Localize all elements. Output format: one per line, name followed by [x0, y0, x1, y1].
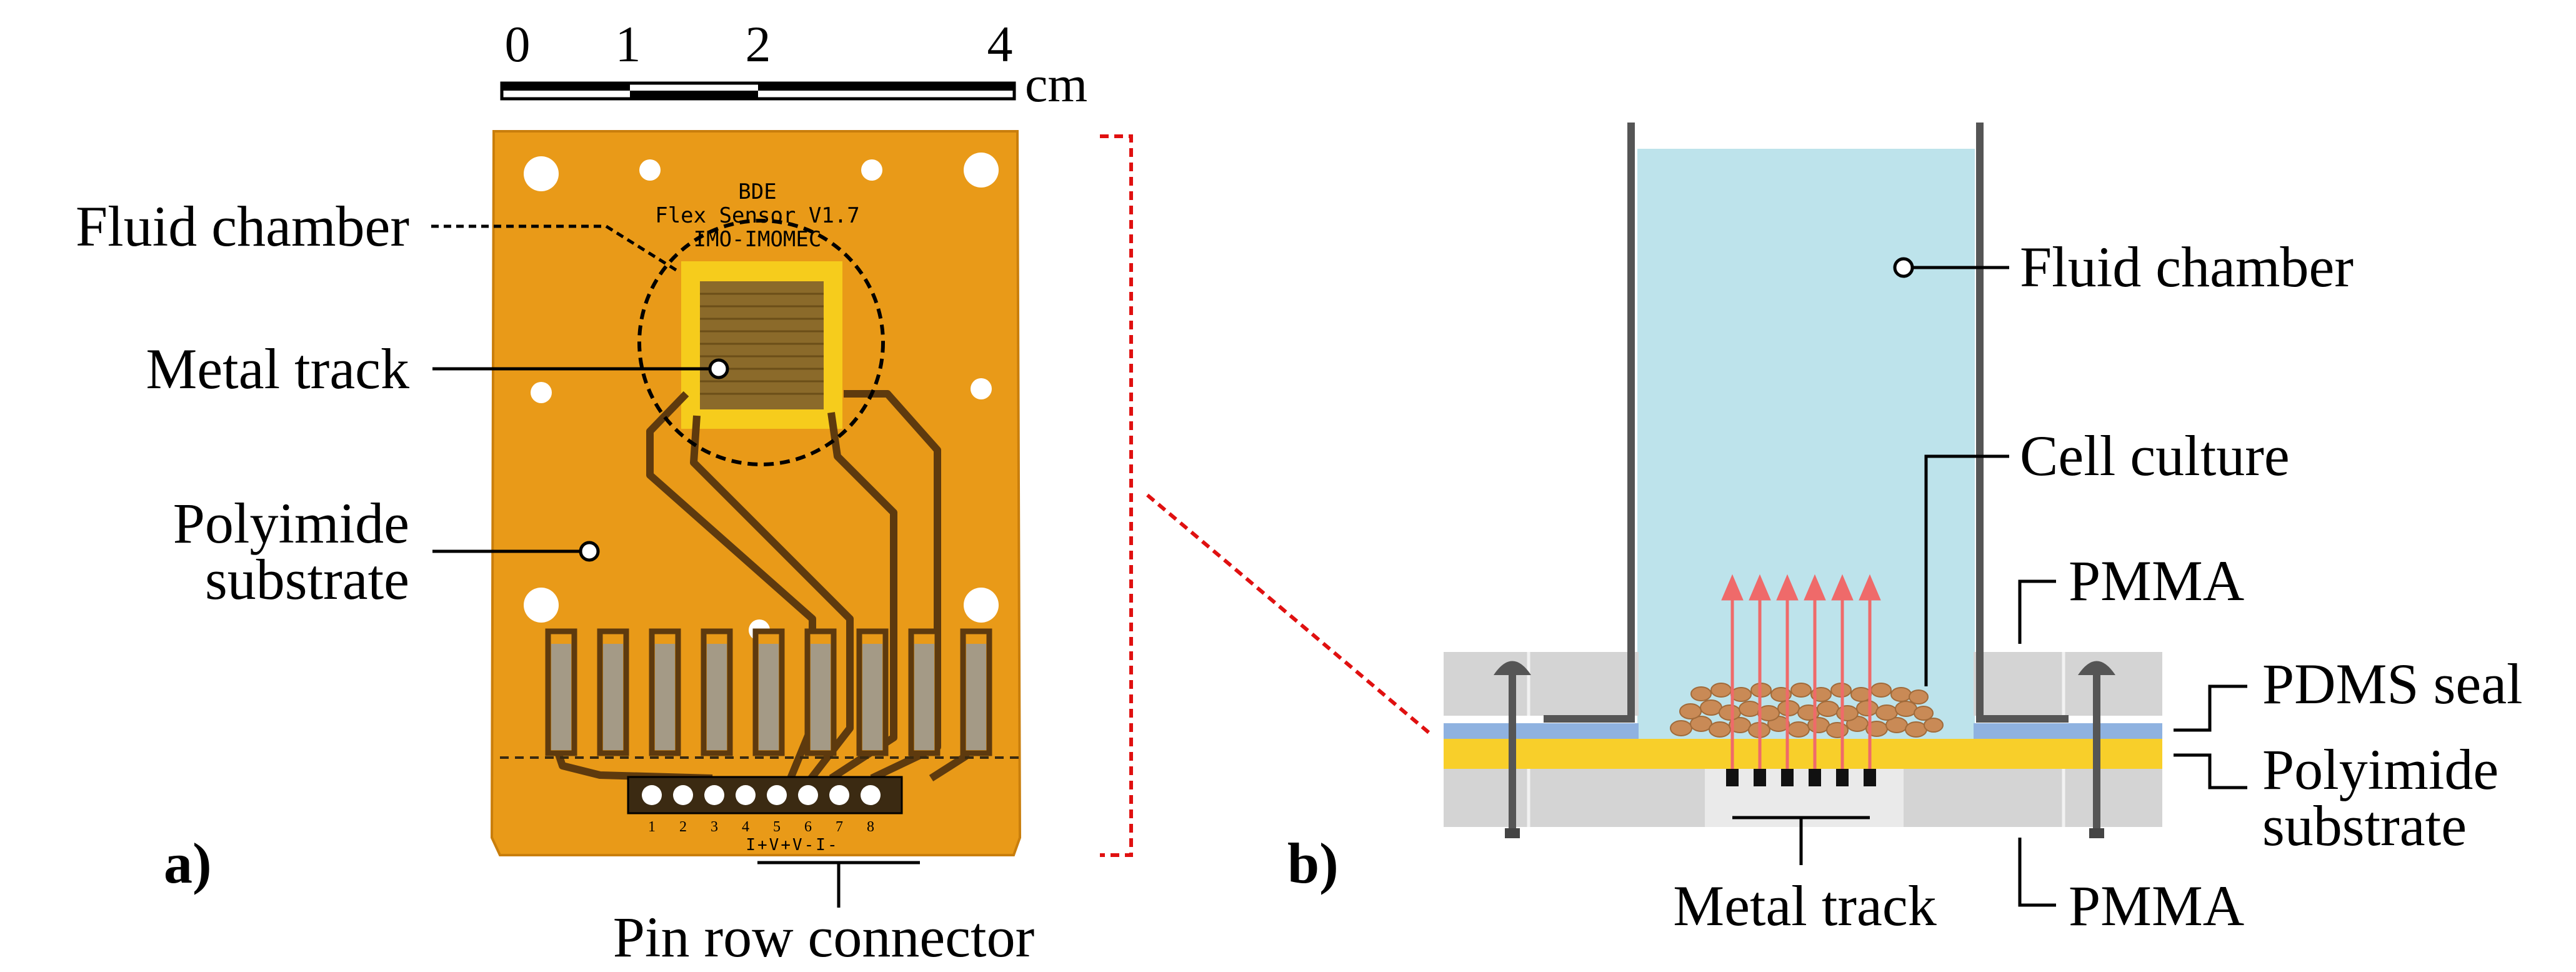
label-pmma-top: PMMA — [2069, 549, 2244, 613]
polyimide-marker — [579, 541, 600, 562]
mount-hole — [524, 156, 559, 191]
zoom-bracket — [1100, 134, 1133, 857]
scale-bar: 0 1 2 4 cm — [500, 16, 1087, 113]
pmma-top-left — [1444, 652, 1639, 716]
label-metal-track-a: Metal track — [146, 337, 409, 401]
flex-sensor-board: BDE Flex Sensor V1.7 IMO-IMOMEC — [490, 130, 1022, 856]
screw-right — [2078, 661, 2115, 838]
mount-hole — [531, 382, 552, 403]
panel-a: 0 1 2 4 cm BDE Flex Sensor V1.7 — [76, 16, 1133, 969]
pin-number: 6 — [804, 819, 812, 835]
pin-number: 4 — [742, 819, 749, 835]
label-pin-row-connector: Pin row connector — [613, 905, 1035, 969]
label-metal-track-b: Metal track — [1673, 874, 1936, 938]
pin-number: 8 — [867, 819, 874, 835]
pin-number: 7 — [836, 819, 843, 835]
mount-hole — [971, 378, 992, 399]
chamber-walls — [1544, 123, 2069, 723]
label-polyimide-b-line1: Polyimide — [2262, 738, 2499, 801]
mount-hole — [861, 159, 882, 181]
contact-pads — [545, 628, 992, 756]
board-text-brand: BDE — [738, 179, 776, 204]
field-arrows — [1721, 574, 1881, 769]
fluid-chamber-marker — [1893, 257, 1914, 278]
pin-number: 2 — [679, 819, 687, 835]
screw-left — [1494, 661, 1531, 838]
pdms-seal-right — [1974, 723, 2162, 739]
sensor-grid — [700, 281, 824, 409]
mount-hole — [964, 153, 999, 188]
pin-number: 1 — [648, 819, 656, 835]
mount-hole — [639, 159, 661, 181]
board-text-model: Flex Sensor V1.7 — [655, 203, 860, 228]
panel-label-b: b) — [1287, 831, 1339, 895]
cell-culture — [1670, 683, 1944, 738]
label-fluid-chamber-a: Fluid chamber — [76, 194, 409, 258]
label-pmma-bottom: PMMA — [2069, 874, 2244, 938]
label-polyimide-a-line2: substrate — [205, 548, 409, 611]
scale-unit: cm — [1025, 56, 1087, 113]
pin-number: 5 — [773, 819, 781, 835]
fluid — [1637, 149, 1975, 744]
metal-track-electrodes — [1726, 769, 1876, 786]
panel-label-a: a) — [164, 831, 212, 895]
label-polyimide-b-line2: substrate — [2262, 794, 2467, 858]
scale-tick-2: 2 — [746, 16, 771, 73]
pin-signals: I+V+V-I- — [746, 836, 839, 854]
label-fluid-chamber-b: Fluid chamber — [2020, 235, 2354, 299]
label-cell-culture: Cell culture — [2020, 424, 2290, 488]
zoom-leader — [1146, 493, 1432, 736]
scale-tick-1: 1 — [616, 16, 641, 73]
pdms-seal-left — [1444, 723, 1639, 739]
polyimide-substrate — [1444, 739, 2162, 769]
mount-hole — [524, 588, 559, 623]
label-pdms-seal: PDMS seal — [2262, 652, 2523, 716]
pin-row — [627, 776, 903, 814]
label-polyimide-a-line1: Polyimide — [173, 491, 409, 555]
scale-tick-4: 4 — [987, 16, 1013, 73]
panel-b: Fluid chamber Cell culture PMMA PDMS sea… — [1287, 123, 2523, 938]
scale-tick-0: 0 — [505, 16, 531, 73]
pmma-top-right — [1974, 652, 2162, 716]
fluid-chamber-leader — [431, 224, 677, 272]
mount-hole — [964, 588, 999, 623]
fluid-chamber-outline — [637, 219, 885, 466]
pin-number: 3 — [711, 819, 718, 835]
metal-track-marker — [708, 358, 729, 379]
